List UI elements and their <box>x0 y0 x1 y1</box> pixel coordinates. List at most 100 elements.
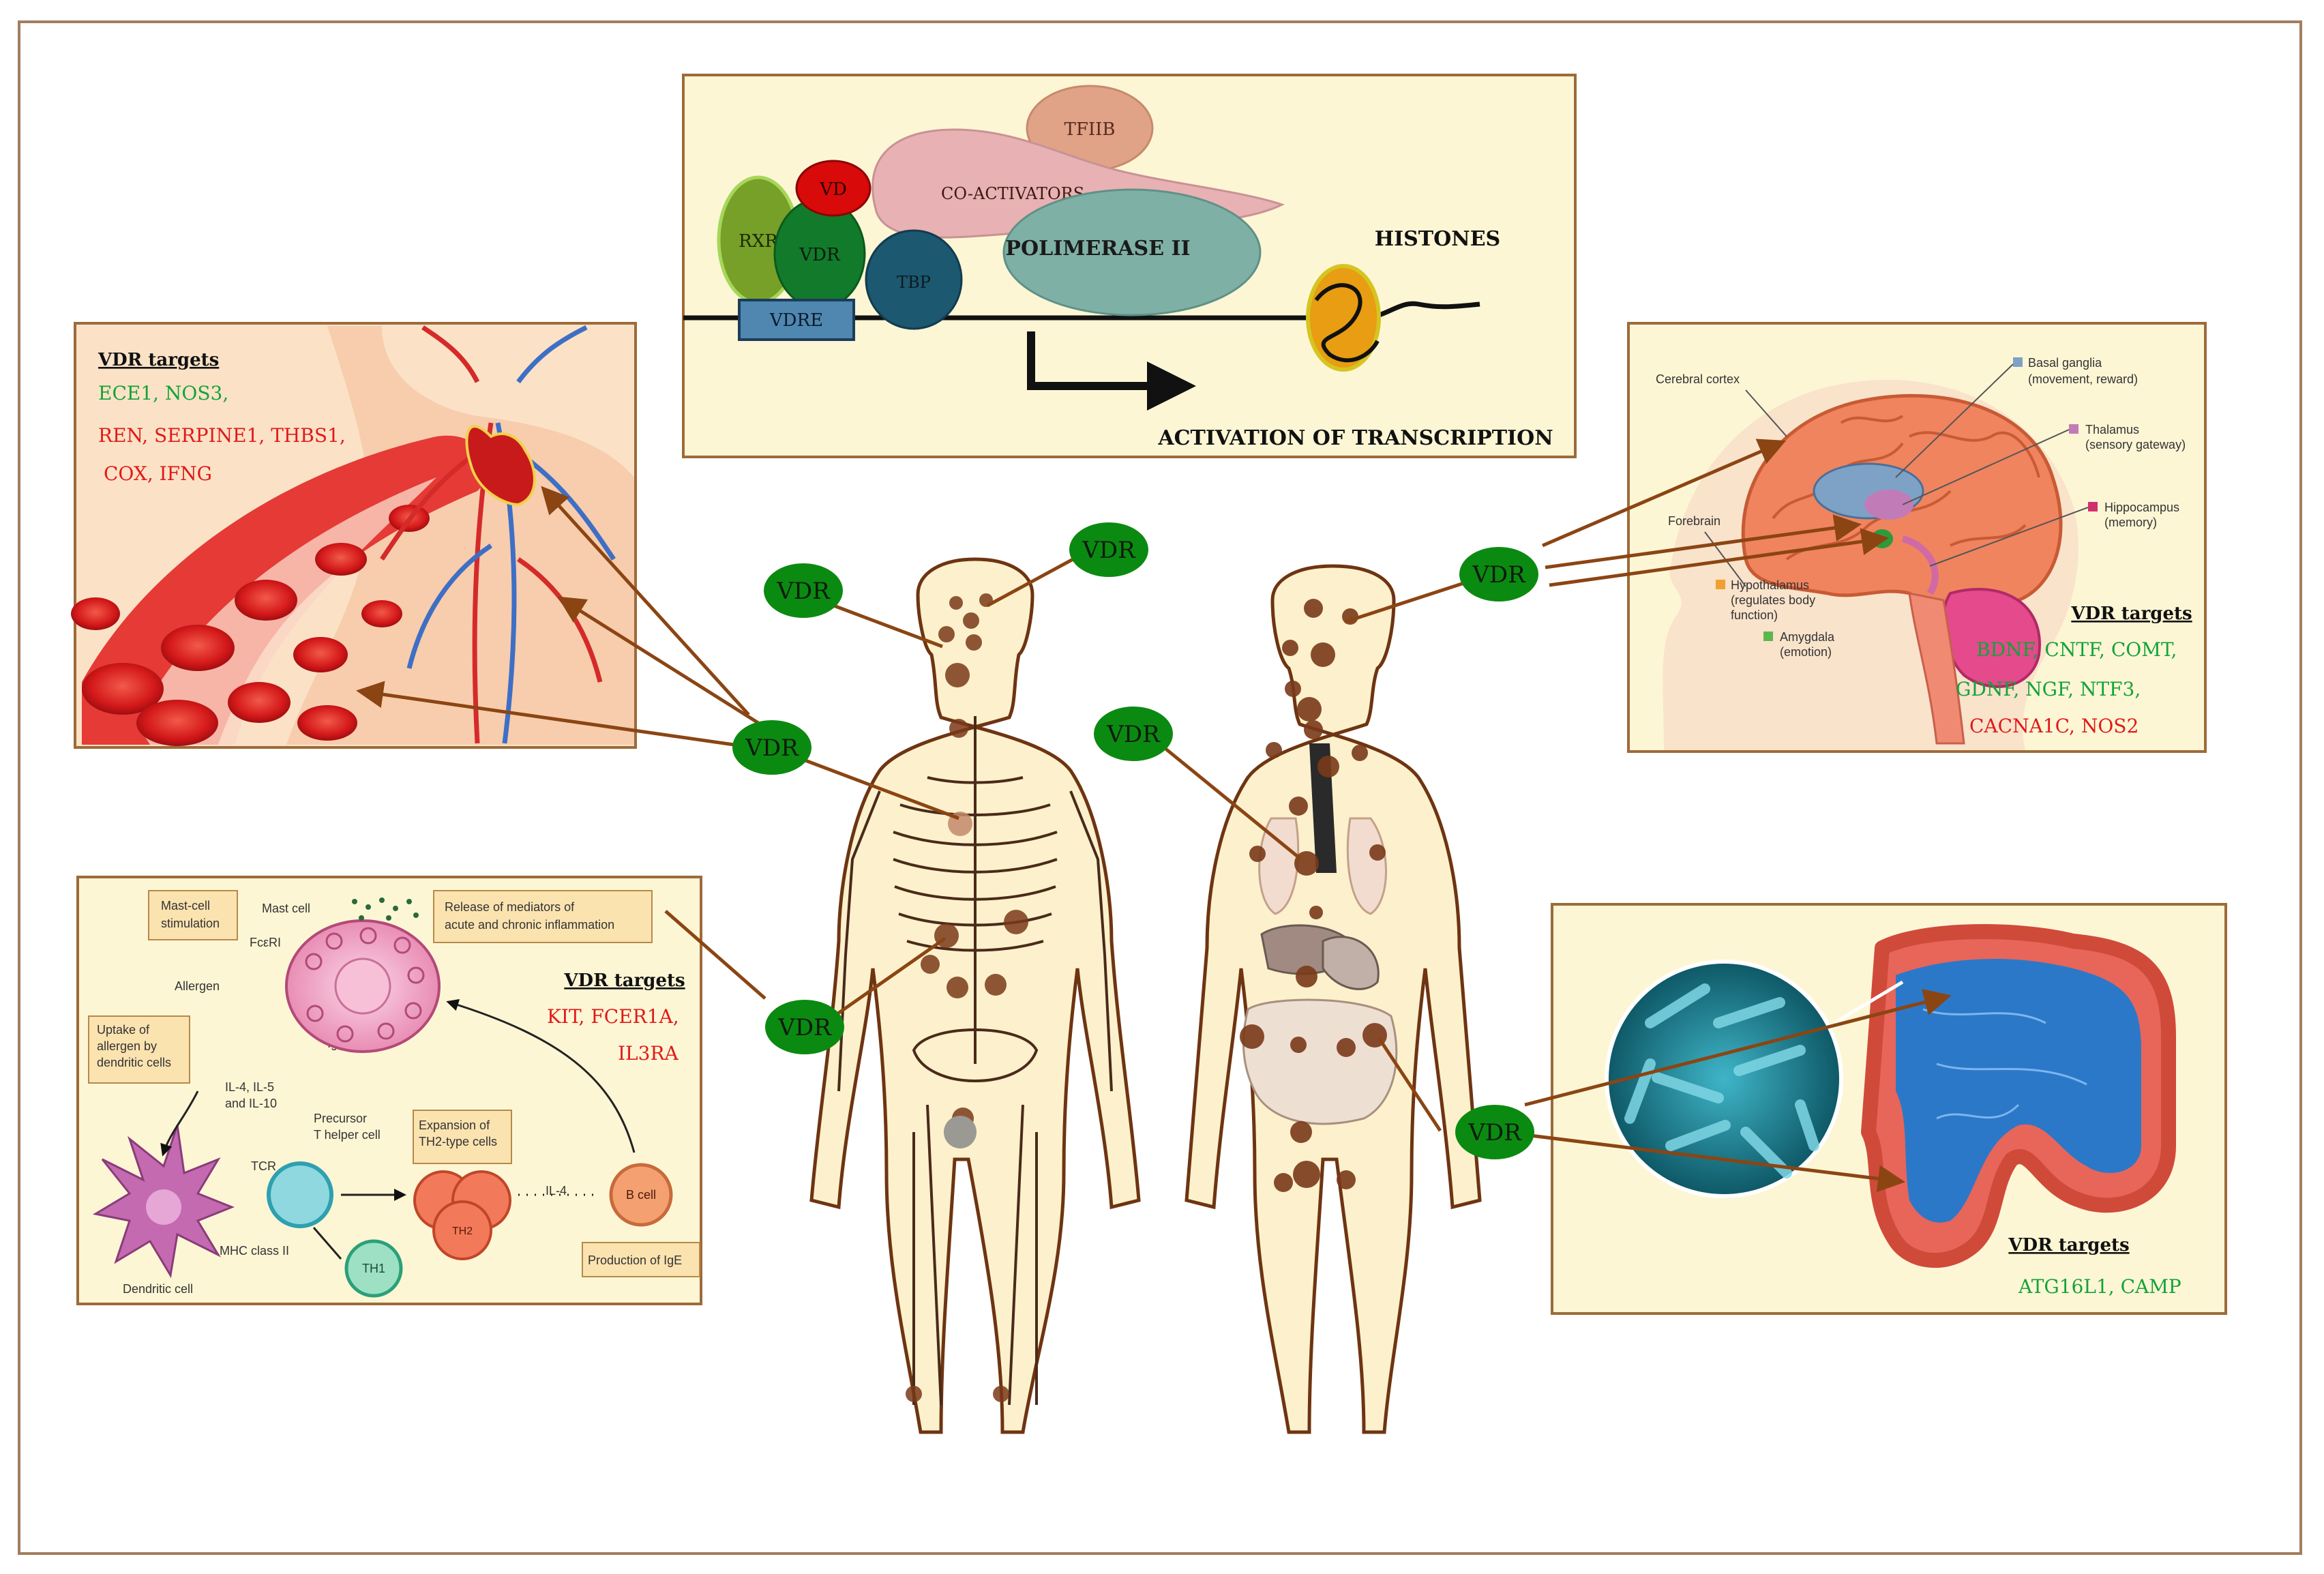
histones-label: HISTONES <box>1375 227 1500 251</box>
mhc-label: MHC class II <box>220 1244 289 1258</box>
outer-frame <box>18 20 2302 1555</box>
immune-heading: VDR targets <box>563 970 685 991</box>
organ-body-outline <box>1185 564 1482 1434</box>
svg-text:VDR: VDR <box>1468 1119 1522 1146</box>
th1-cell <box>344 1239 403 1298</box>
basal-label: Basal ganglia <box>2028 356 2102 370</box>
fceri-label: FcεRI <box>250 936 281 949</box>
forebrain-label: Forebrain <box>1668 514 1720 528</box>
cardio-green-targets: ECE1, NOS3, <box>98 382 228 404</box>
uptake-box <box>88 1015 190 1084</box>
allergen-label: Allergen <box>175 979 220 993</box>
immune-red-targets-2: IL3RA <box>618 1042 679 1065</box>
torso-silhouette <box>286 326 634 745</box>
brain-panel: Cerebral cortex Basal ganglia (movement,… <box>1627 322 2207 753</box>
cardio-red-targets-2: COX, IFNG <box>104 462 212 485</box>
gut-heading: VDR targets <box>2008 1235 2129 1256</box>
bcell-label: B cell <box>626 1188 656 1202</box>
dendritic-label: Dendritic cell <box>123 1282 193 1296</box>
vdr-badges: VDR VDR VDR VDR VDR VDR VDR <box>732 522 1538 1159</box>
organs <box>1242 743 1398 1125</box>
precursor-label-2: T helper cell <box>314 1128 381 1142</box>
precursor-label-1: Precursor <box>314 1112 367 1125</box>
mast-granules <box>305 927 425 1043</box>
uptake-label-2: allergen by <box>97 1039 157 1053</box>
transcription-arrow <box>1027 331 1196 411</box>
th1-label: TH1 <box>362 1262 385 1275</box>
polimerase-label: POLIMERASE II <box>1005 237 1190 261</box>
hippo-sub-label: (memory) <box>2104 516 2157 529</box>
vdr-badge-cardio: VDR <box>732 720 811 775</box>
gut-panel: VDR targets ATG16L1, CAMP <box>1551 903 2227 1315</box>
front-organ-dots <box>1240 599 1387 1192</box>
cardio-red-targets-1: REN, SERPINE1, THBS1, <box>98 424 346 447</box>
amygdala-label: Amygdala <box>1780 630 1835 644</box>
magnifier-line <box>1833 980 1904 1025</box>
histone-coil <box>1314 283 1380 363</box>
production-label: Production of IgE <box>588 1253 682 1267</box>
cardio-panel: VDR targets ECE1, NOS3, REN, SERPINE1, T… <box>71 322 637 749</box>
brain-leader-lines <box>1704 363 2089 587</box>
brain-green-targets-1: BDNF, CNTF, COMT, <box>1976 638 2177 661</box>
b-cell <box>609 1163 673 1227</box>
release-box <box>433 890 653 943</box>
vdr-badge-immune: VDR <box>765 1000 844 1054</box>
vdr-badge-top: VDR <box>1069 522 1148 577</box>
polimerase-shape <box>1002 188 1262 316</box>
thalamus-key <box>2069 424 2079 434</box>
vd-shape <box>795 160 872 217</box>
basal-sub-label: (movement, reward) <box>2028 372 2138 386</box>
rxr-label: RXR <box>739 231 779 252</box>
amygdala-sub-label: (emotion) <box>1780 645 1832 659</box>
cardio-heading: VDR targets <box>98 350 219 370</box>
immune-arrows <box>160 998 636 1260</box>
hypo-key <box>1716 580 1725 589</box>
thalamus <box>1864 490 1913 520</box>
vdre-label: VDRE <box>769 310 823 331</box>
hippo-label: Hippocampus <box>2104 501 2179 514</box>
svg-text:VDR: VDR <box>745 734 799 762</box>
svg-text:VDR: VDR <box>776 578 831 605</box>
il-label-2: and IL-10 <box>225 1097 277 1110</box>
expansion-box <box>413 1110 512 1164</box>
expansion-label-2: TH2-type cells <box>419 1135 497 1148</box>
skeleton-bones <box>837 716 1113 1406</box>
amygdala-key <box>1763 632 1773 641</box>
bacteria-magnification <box>1605 960 1843 1198</box>
hippocampus <box>1901 535 1939 595</box>
mast-stim-label-1: Mast-cell <box>161 899 210 912</box>
svg-text:VDR: VDR <box>777 1014 832 1041</box>
tfiib-label: TFIIB <box>1064 119 1115 140</box>
mast-nucleus <box>334 957 391 1015</box>
heart-icon <box>465 425 536 507</box>
hypo-label: Hypothalamus <box>1731 578 1809 592</box>
thalamus-label: Thalamus <box>2085 423 2139 436</box>
vdr-badge-brain: VDR <box>1459 547 1538 602</box>
red-blood-cells <box>71 505 430 746</box>
hypo-sub-label-1: (regulates body <box>1731 593 1815 607</box>
svg-text:VDR: VDR <box>1106 721 1161 748</box>
skeleton-figure <box>809 557 1141 1434</box>
connector-lines <box>356 439 1952 1193</box>
hippo-key <box>2088 502 2098 511</box>
production-box <box>582 1242 700 1277</box>
tcr-label: TCR <box>251 1159 276 1173</box>
th2-cells <box>413 1170 511 1260</box>
dendritic-nucleus <box>146 1189 181 1225</box>
vdre-box <box>738 299 855 341</box>
vdr-protein-label: VDR <box>799 245 841 265</box>
brainstem <box>1908 592 1965 745</box>
il4-label: IL-4 <box>546 1184 567 1198</box>
vdr-badge-head-back: VDR <box>764 563 843 618</box>
brain-red-targets: CACNA1C, NOS2 <box>1969 715 2139 737</box>
tbp-label: TBP <box>897 273 931 292</box>
cortex-label: Cerebral cortex <box>1656 372 1740 386</box>
vd-label: VD <box>819 179 847 200</box>
immune-red-targets-1: KIT, FCER1A, <box>547 1005 679 1028</box>
svg-text:VDR: VDR <box>1472 561 1526 589</box>
brain-heading: VDR targets <box>2070 604 2192 624</box>
mast-stim-box <box>148 890 238 940</box>
hypo-sub-label-2: function) <box>1731 608 1778 622</box>
uptake-label-1: Uptake of <box>97 1023 150 1037</box>
